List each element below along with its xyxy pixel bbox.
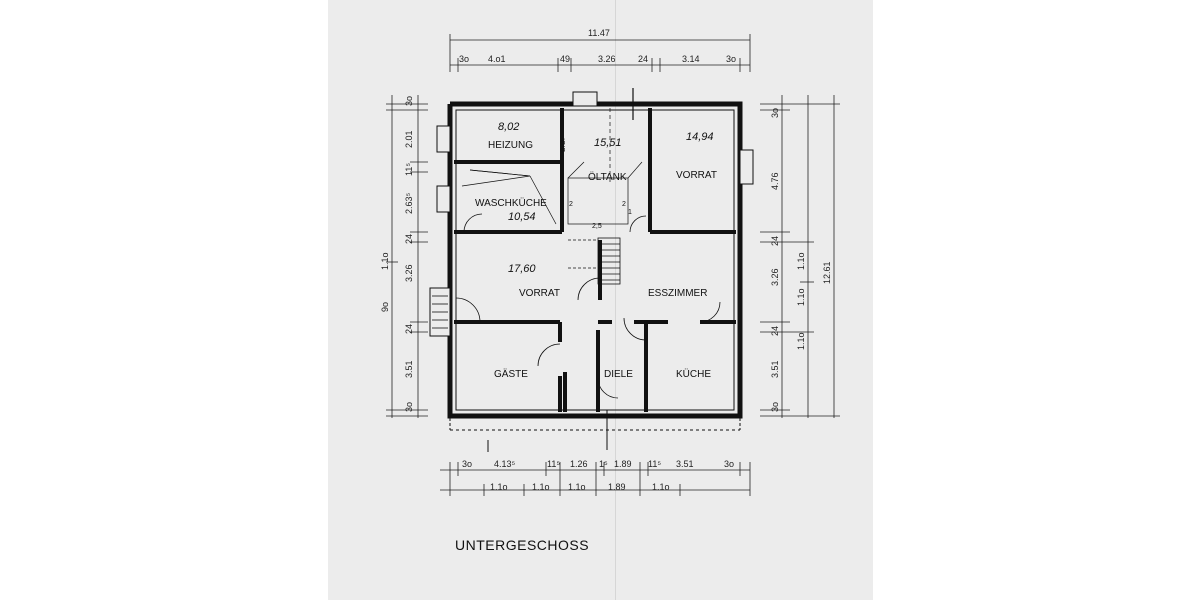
dim-right-extra-1: 1.1o — [796, 252, 806, 270]
dim-left-3: 11⁵ — [404, 163, 414, 176]
windows — [429, 91, 754, 337]
dim-top-7: 3o — [726, 54, 736, 64]
dim-left-10: 3.51 — [404, 360, 414, 378]
room-label-oeltank: ÖLTANK — [588, 171, 627, 183]
plan-caption: UNTERGESCHOSS — [455, 537, 590, 553]
room-label-gaeste: GÄSTE — [494, 368, 528, 380]
dim-top-3: 49 — [560, 54, 570, 64]
dim-bottom-8: 3.51 — [676, 459, 694, 469]
dim-top-6: 3.14 — [682, 54, 700, 64]
room-label-heizung: HEIZUNG — [488, 140, 533, 151]
dim-right-overall: 12.61 — [822, 261, 832, 284]
dim-bottom-5: 1⁵ — [599, 459, 608, 469]
note-2b: 2 — [622, 201, 626, 208]
paper-fold-line — [615, 0, 616, 600]
dim-top-5: 24 — [638, 54, 648, 64]
dim-left-9: 24 — [404, 324, 414, 334]
dim-top-overall: 11.47 — [588, 28, 610, 38]
area-waschkueche: 10,54 — [508, 211, 536, 223]
dim-left-2: 2.01 — [404, 130, 414, 148]
dim-left-1: 3o — [404, 96, 414, 106]
room-label-kueche: KÜCHE — [676, 368, 711, 380]
dim-bottom-row2-4: 1.89 — [608, 482, 626, 492]
dim-lines-bottom — [440, 462, 751, 496]
stairs-center — [568, 237, 621, 285]
door-swings — [455, 213, 721, 399]
dim-left-5: 24 — [404, 234, 414, 244]
dim-bottom-9: 3o — [724, 459, 734, 469]
dim-bottom-6: 1.89 — [614, 459, 632, 469]
dim-right-extra-3: 1.1o — [796, 332, 806, 350]
room-label-waschkueche: WASCHKÜCHE — [475, 197, 547, 209]
dim-right-extra-2: 1.1o — [796, 288, 806, 306]
oil-tank-details — [567, 88, 643, 225]
dim-top-2: 4.o1 — [488, 54, 506, 64]
interior-walls — [454, 108, 736, 412]
note-bo: B.O. — [560, 138, 567, 152]
dim-lines-top — [449, 34, 751, 72]
dim-bottom-row2-2: 1.1o — [532, 482, 550, 492]
dim-bottom-1: 3o — [462, 459, 472, 469]
room-label-esszimmer: ESSZIMMER — [648, 288, 707, 299]
laundry-floor-lines — [461, 169, 557, 225]
dim-right-6: 3.51 — [770, 360, 780, 378]
dim-right-5: 24 — [770, 326, 780, 336]
area-vorrat-ne: 14,94 — [686, 131, 714, 143]
note-2a: 2 — [569, 201, 573, 208]
dim-top-1: 3o — [459, 54, 469, 64]
area-heizung: 8,02 — [498, 121, 519, 133]
dim-bottom-2: 4.13⁵ — [494, 459, 516, 469]
stair-lines-west — [432, 295, 448, 329]
note-1: 1 — [628, 209, 632, 216]
dim-right-4: 3.26 — [770, 268, 780, 286]
dim-left-4: 2.63⁵ — [404, 192, 414, 214]
dim-left-7: 3.26 — [404, 264, 414, 282]
dim-top-4: 3.26 — [598, 54, 616, 64]
dim-right-3: 24 — [770, 236, 780, 246]
dim-left-8: 9o — [380, 302, 390, 312]
dim-bottom-4: 1.26 — [570, 459, 588, 469]
dim-bottom-row2-5: 1.1o — [652, 482, 670, 492]
dim-lines-right — [760, 95, 840, 418]
dim-bottom-7: 11⁵ — [648, 459, 661, 469]
dim-right-2: 4.76 — [770, 172, 780, 190]
area-vorrat-mid: 17,60 — [508, 263, 536, 275]
dim-bottom-row2-1: 1.1o — [490, 482, 508, 492]
dim-lines-left — [386, 95, 428, 418]
room-label-vorrat-ne: VORRAT — [676, 170, 717, 181]
outer-wall-inner-line — [455, 109, 735, 411]
dim-right-1: 3o — [770, 108, 780, 118]
room-label-diele: DIELE — [604, 369, 633, 380]
note-2-5: 2,5 — [592, 223, 602, 230]
area-oeltank: 15,51 — [594, 137, 622, 149]
room-label-vorrat-mid: VORRAT — [519, 288, 560, 299]
entrance-marks — [449, 410, 741, 452]
dim-left-11: 3o — [404, 402, 414, 412]
dim-right-7: 3o — [770, 402, 780, 412]
dim-bottom-row2-3: 1.1o — [568, 482, 586, 492]
dim-left-6: 1.1o — [380, 252, 390, 270]
dim-bottom-3: 11⁵ — [547, 459, 560, 469]
